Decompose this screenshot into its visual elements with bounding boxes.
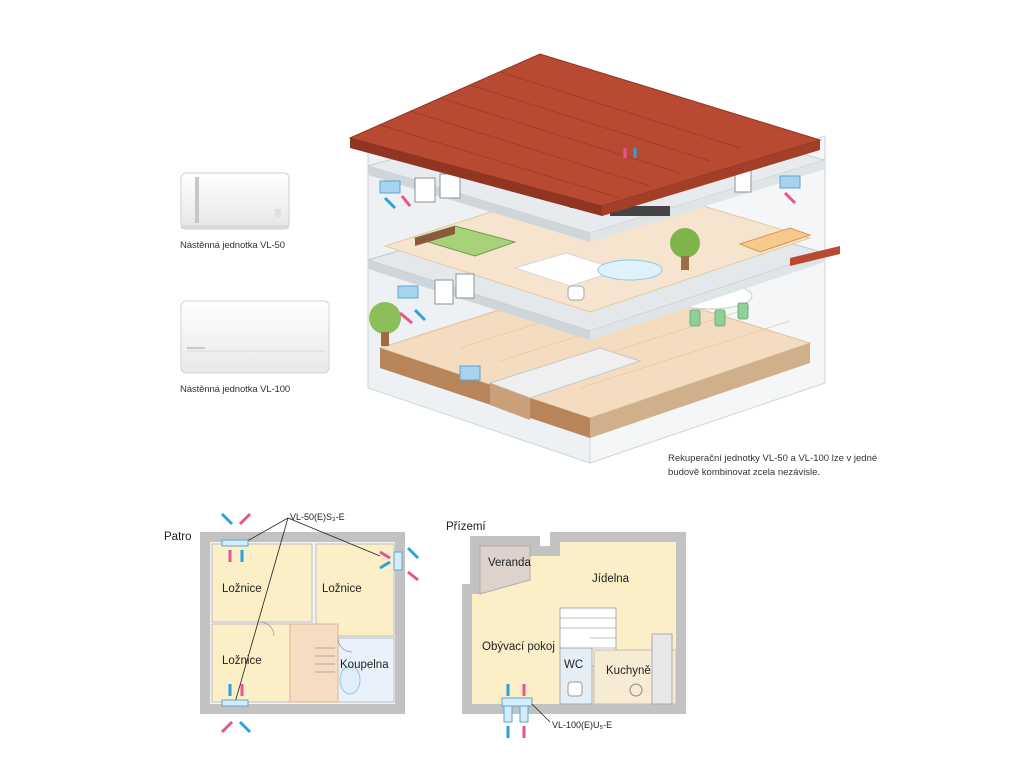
vl100-caption: Nástěnná jednotka VL-100 [180,384,291,395]
ground-airflow-arrows [506,684,526,738]
upper-unit-3 [221,699,249,707]
bathtub [597,259,663,281]
ground-base-right [590,343,810,438]
house-illustration [348,53,840,464]
toilet [567,285,585,301]
upper-floor-title: Patro [164,531,192,543]
ground-unit-plan [501,697,533,707]
ground-room-label-wc: WC [564,659,583,671]
attic-unit-right [779,175,801,189]
side-roof [790,246,840,266]
upper-room-label-4: Koupelna [340,659,389,671]
ground-room-label-living: Obývací pokoj [482,641,555,653]
upper-room-label-3: Ložnice [222,655,262,667]
house-note: Rekuperační jednotky VL-50 a VL-100 lze … [668,453,878,478]
upper-unit-1 [221,539,249,547]
vl50-caption: Nástěnná jednotka VL-50 [180,240,285,251]
ground-room-label-kitchen: Kuchyně [606,665,651,677]
ground-room-label-dining: Jídelna [592,573,630,585]
bed-orange [738,227,812,253]
upper-hall [289,623,339,703]
upper-model-label: VL-50(E)S₃-E [290,512,345,522]
ground-plant [369,302,401,334]
floorplan-ground: Přízemí Veranda Jídelna Obývací pokoj WC… [446,521,686,738]
house-airflow-arrows [383,148,797,325]
ground-unit [459,365,481,381]
attic-unit-2 [610,206,670,216]
upper-room-label-2: Ložnice [322,583,362,595]
middle-unit [397,285,419,299]
vl50-unit-image [180,172,290,230]
upper-room-label-1: Ložnice [222,583,262,595]
attic-unit-left [379,180,401,194]
upper-room-bedroom2 [315,543,395,637]
ground-room-veranda [479,545,531,595]
upper-airflow-arrows [220,512,420,734]
upper-unit-2 [393,551,403,571]
ground-floor-title: Přízemí [446,521,486,533]
upper-bathtub [339,665,361,695]
upper-room-bedroom3 [211,623,291,703]
ground-room-label-veranda: Veranda [488,557,531,569]
floorplan-upper: Patro VL-50(E)S₃-E Ložnice Ložnice Ložni… [164,512,420,734]
vl100-unit-image [180,300,330,374]
ground-model-label: VL-100(E)U₅-E [552,720,612,730]
ground-base-left [380,348,590,438]
kitchen-counter [488,347,642,399]
middle-plant [670,228,700,258]
